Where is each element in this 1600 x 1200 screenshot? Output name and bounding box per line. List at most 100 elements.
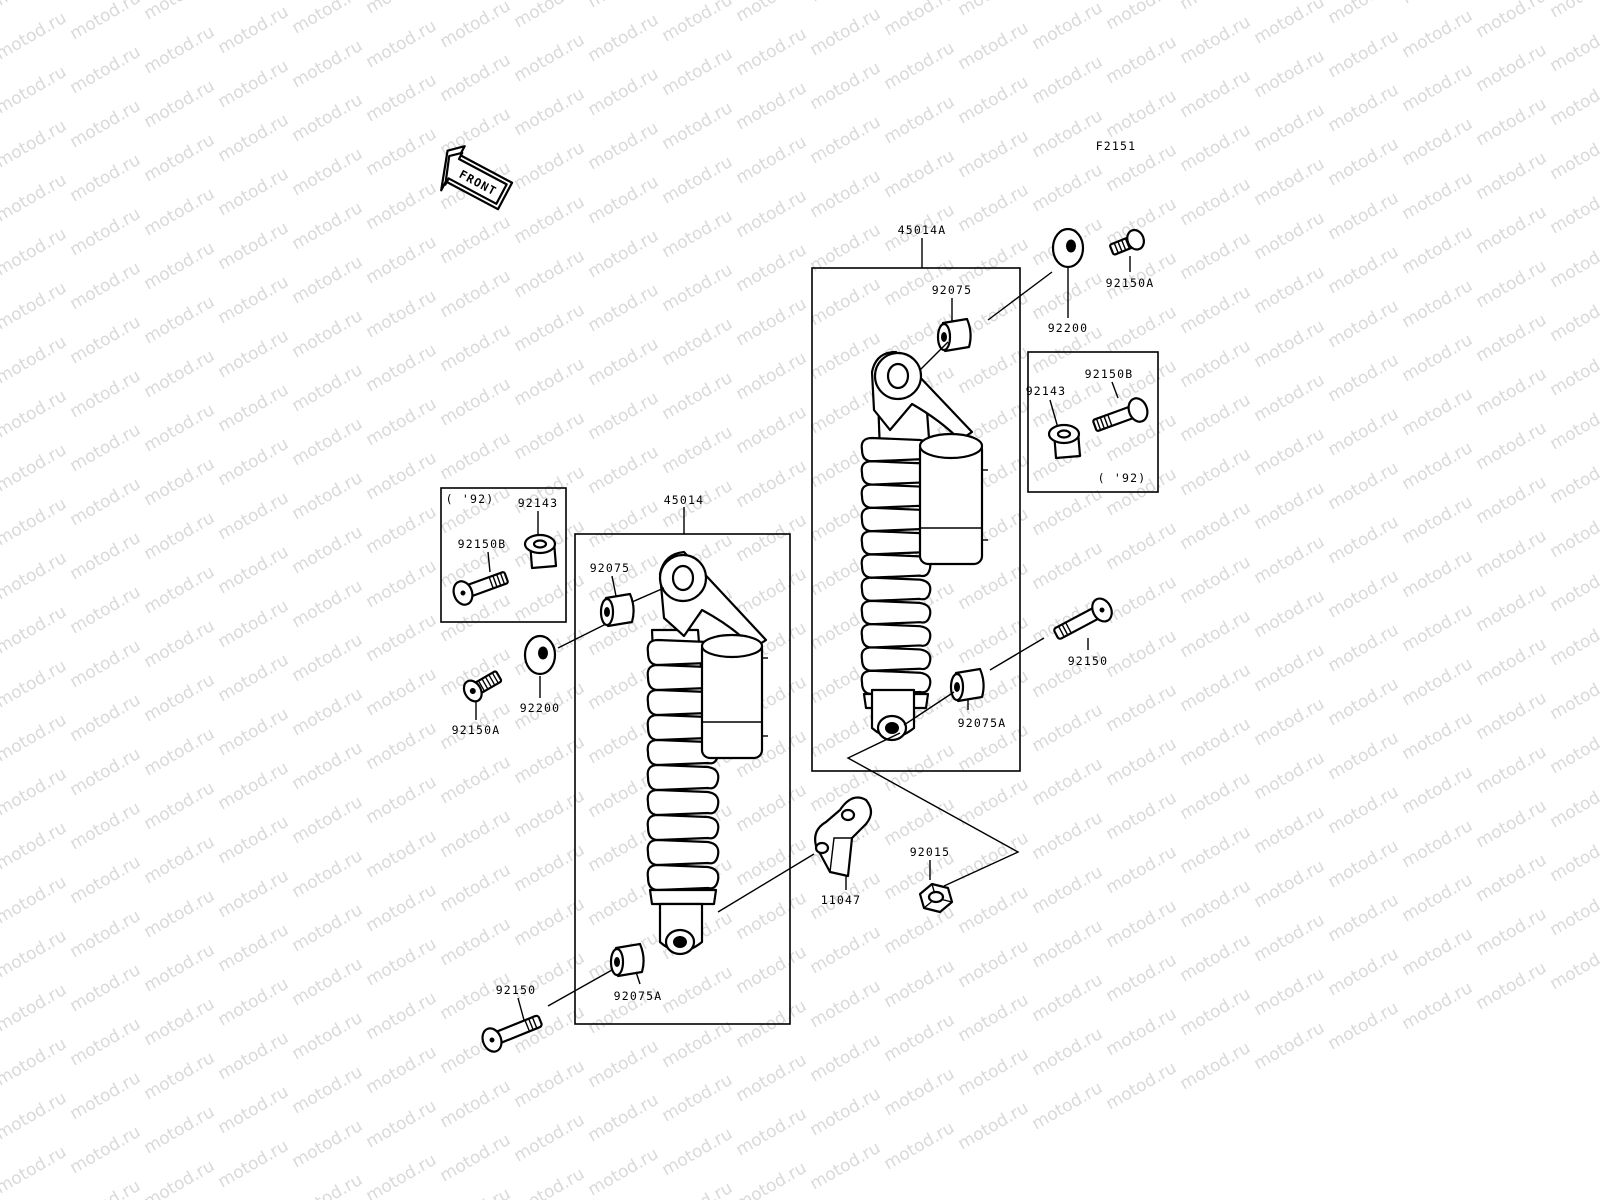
spring-coil bbox=[646, 763, 720, 792]
watermark-text: motod.ru bbox=[1547, 344, 1600, 400]
watermark-text: motod.ru bbox=[1325, 188, 1403, 244]
watermark-text: motod.ru bbox=[1399, 6, 1477, 62]
watermark-text: motod.ru bbox=[289, 360, 367, 416]
watermark-text: motod.ru bbox=[1547, 776, 1600, 832]
watermark-text: motod.ru bbox=[1473, 310, 1551, 366]
watermark-text: motod.ru bbox=[289, 792, 367, 848]
watermark-text: motod.ru bbox=[1177, 1038, 1255, 1094]
watermark-text: motod.ru bbox=[733, 294, 811, 350]
watermark-text: motod.ru bbox=[1325, 998, 1403, 1054]
watermark-text: motod.ru bbox=[363, 0, 441, 18]
watermark-text: motod.ru bbox=[1029, 52, 1107, 108]
watermark-text: motod.ru bbox=[0, 386, 70, 442]
watermark-text: motod.ru bbox=[1103, 734, 1181, 790]
watermark-text: motod.ru bbox=[1547, 884, 1600, 940]
watermark-text: motod.ru bbox=[363, 286, 441, 342]
watermark-text: motod.ru bbox=[1399, 546, 1477, 602]
watermark-text: motod.ru bbox=[955, 936, 1033, 992]
watermark-text: motod.ru bbox=[1325, 26, 1403, 82]
watermark-text: motod.ru bbox=[363, 124, 441, 180]
watermark-text: motod.ru bbox=[1325, 512, 1403, 568]
watermark-text: motod.ru bbox=[733, 780, 811, 836]
watermark-text: motod.ru bbox=[511, 138, 589, 194]
watermark-text: motod.ru bbox=[215, 434, 293, 490]
watermark-text: motod.ru bbox=[67, 0, 145, 44]
watermark-text: motod.ru bbox=[585, 64, 663, 120]
watermark-text: motod.ru bbox=[1399, 330, 1477, 386]
watermark-text: motod.ru bbox=[1473, 580, 1551, 636]
watermark-text: motod.ru bbox=[215, 920, 293, 976]
label-11047: 11047 bbox=[821, 893, 862, 907]
watermark-text: motod.ru bbox=[881, 38, 959, 94]
watermark-text: motod.ru bbox=[215, 1082, 293, 1138]
watermark-text: motod.ru bbox=[289, 738, 367, 794]
watermark-text: motod.ru bbox=[0, 710, 70, 766]
watermark-text: motod.ru bbox=[437, 428, 515, 484]
watermark-text: motod.ru bbox=[1029, 160, 1107, 216]
watermark-text: motod.ru bbox=[1029, 862, 1107, 918]
watermark-text: motod.ru bbox=[437, 374, 515, 430]
watermark-text: motod.ru bbox=[215, 866, 293, 922]
watermark-text: motod.ru bbox=[881, 740, 959, 796]
watermark-text: motod.ru bbox=[1103, 788, 1181, 844]
watermark-text: motod.ru bbox=[67, 366, 145, 422]
watermark-text: motod.ru bbox=[1325, 134, 1403, 190]
watermark-text: motod.ru bbox=[1103, 572, 1181, 628]
watermark-text: motod.ru bbox=[0, 926, 70, 982]
watermark-text: motod.ru bbox=[289, 252, 367, 308]
watermark-text: motod.ru bbox=[215, 380, 293, 436]
watermark-text: motod.ru bbox=[437, 752, 515, 808]
watermark-text: motod.ru bbox=[0, 494, 70, 550]
watermark-text: motod.ru bbox=[67, 960, 145, 1016]
watermark-text: motod.ru bbox=[1325, 566, 1403, 622]
watermark-text: motod.ru bbox=[1473, 94, 1551, 150]
watermark-text: motod.ru bbox=[585, 334, 663, 390]
watermark-text: motod.ru bbox=[1399, 384, 1477, 440]
watermark-text: motod.ru bbox=[881, 1118, 959, 1174]
assembly-box-right bbox=[811, 267, 1021, 772]
label-year-right: ( '92) bbox=[1098, 471, 1147, 485]
watermark-text: motod.ru bbox=[659, 1178, 737, 1200]
watermark-text: motod.ru bbox=[215, 326, 293, 382]
watermark-text: motod.ru bbox=[733, 834, 811, 890]
watermark-text: motod.ru bbox=[1177, 66, 1255, 122]
watermark-text: motod.ru bbox=[141, 562, 219, 618]
watermark-text: motod.ru bbox=[1251, 316, 1329, 372]
watermark-text: motod.ru bbox=[0, 170, 70, 226]
watermark-text: motod.ru bbox=[67, 42, 145, 98]
watermark-text: motod.ru bbox=[437, 1184, 515, 1200]
watermark-text: motod.ru bbox=[289, 1062, 367, 1118]
watermark-text: motod.ru bbox=[585, 172, 663, 228]
watermark-text: motod.ru bbox=[1325, 728, 1403, 784]
spring-coil bbox=[646, 813, 720, 842]
watermark-text: motod.ru bbox=[363, 826, 441, 882]
watermark-text: motod.ru bbox=[1103, 302, 1181, 358]
watermark-text: motod.ru bbox=[289, 954, 367, 1010]
watermark-text: motod.ru bbox=[0, 764, 70, 820]
watermark-text: motod.ru bbox=[511, 786, 589, 842]
watermark-text: motod.ru bbox=[955, 180, 1033, 236]
watermark-text: motod.ru bbox=[733, 1104, 811, 1160]
watermark-text: motod.ru bbox=[881, 956, 959, 1012]
watermark-text: motod.ru bbox=[1251, 586, 1329, 642]
watermark-text: motod.ru bbox=[659, 206, 737, 262]
watermark-text: motod.ru bbox=[67, 1014, 145, 1070]
watermark-text: motod.ru bbox=[67, 528, 145, 584]
watermark-text: motod.ru bbox=[363, 448, 441, 504]
watermark-text: motod.ru bbox=[1103, 1004, 1181, 1060]
watermark-text: motod.ru bbox=[1325, 944, 1403, 1000]
watermark-text: motod.ru bbox=[215, 704, 293, 760]
watermark-text: motod.ru bbox=[1473, 202, 1551, 258]
watermark-text: motod.ru bbox=[807, 112, 885, 168]
watermark-text: motod.ru bbox=[1399, 168, 1477, 224]
watermark-text: motod.ru bbox=[1547, 938, 1600, 994]
watermark-text: motod.ru bbox=[67, 1068, 145, 1124]
watermark-text: motod.ru bbox=[807, 976, 885, 1032]
watermark-text: motod.ru bbox=[141, 1102, 219, 1158]
watermark-text: motod.ru bbox=[1399, 600, 1477, 656]
watermark-text: motod.ru bbox=[955, 774, 1033, 830]
watermark-text: motod.ru bbox=[67, 1176, 145, 1200]
watermark-text: motod.ru bbox=[1103, 1058, 1181, 1114]
watermark-text: motod.ru bbox=[1177, 120, 1255, 176]
watermark-text: motod.ru bbox=[67, 636, 145, 692]
